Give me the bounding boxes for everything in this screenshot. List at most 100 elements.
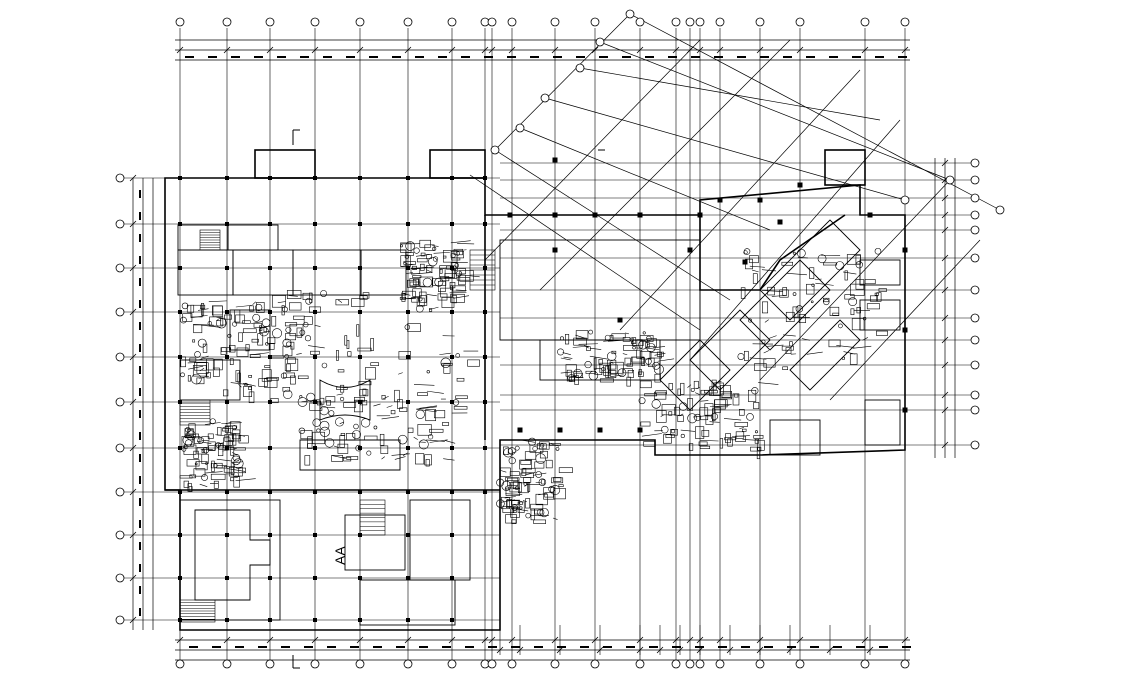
detail — [453, 295, 470, 299]
axis-bubble — [115, 573, 125, 583]
detail — [284, 358, 299, 371]
detail — [671, 429, 675, 434]
detail — [365, 367, 376, 380]
column — [313, 400, 317, 404]
detail — [517, 501, 525, 513]
detail — [586, 346, 591, 351]
detail — [196, 357, 207, 361]
detail — [594, 368, 603, 376]
detail — [335, 299, 349, 306]
detail — [208, 445, 216, 451]
detail — [735, 435, 746, 442]
detail — [180, 356, 186, 368]
detail — [508, 447, 516, 455]
dim-mark — [346, 56, 355, 58]
axis-bubble — [115, 443, 125, 453]
detail — [585, 370, 596, 374]
detail — [417, 392, 428, 396]
detail — [806, 351, 823, 355]
detail — [238, 435, 249, 444]
detail — [425, 459, 430, 467]
detail — [351, 298, 365, 307]
detail — [439, 352, 451, 355]
detail — [509, 482, 522, 493]
dim-mark — [369, 56, 378, 58]
detail — [823, 298, 830, 306]
detail — [285, 326, 292, 333]
dim-mark — [415, 56, 424, 58]
detail — [227, 333, 232, 338]
detail — [257, 333, 264, 346]
column — [483, 176, 487, 180]
axis-bubble — [970, 175, 980, 185]
detail — [298, 427, 306, 434]
detail — [551, 477, 564, 484]
detail — [558, 484, 564, 487]
detail — [193, 324, 203, 334]
detail — [710, 412, 718, 421]
axis-bubble — [487, 17, 497, 27]
dim-mark — [235, 646, 244, 648]
detail — [339, 396, 345, 402]
column — [637, 212, 643, 218]
detail — [362, 292, 370, 299]
detail — [748, 389, 757, 402]
axis-bubble — [403, 659, 413, 669]
column — [358, 576, 362, 580]
detail — [207, 321, 213, 326]
tick — [941, 159, 949, 167]
dim-mark — [806, 56, 815, 58]
detail — [855, 261, 863, 269]
detail — [238, 467, 246, 474]
axis-bubble — [310, 17, 320, 27]
tick — [796, 636, 804, 644]
detail — [838, 323, 843, 329]
detail — [851, 318, 865, 331]
detail — [297, 397, 308, 407]
detail — [188, 423, 196, 435]
detail — [419, 239, 431, 248]
detail — [400, 297, 415, 300]
axis-bubble — [487, 659, 497, 669]
detail — [321, 362, 328, 369]
detail — [785, 347, 792, 354]
column — [637, 427, 643, 433]
dim-mark — [304, 646, 313, 648]
column — [406, 400, 410, 404]
column — [797, 182, 803, 188]
detail — [609, 361, 624, 374]
detail — [242, 328, 257, 334]
detail — [514, 445, 520, 451]
detail — [607, 339, 625, 342]
detail — [339, 421, 344, 425]
detail — [751, 387, 759, 395]
detail — [186, 459, 200, 467]
tick — [591, 636, 599, 644]
detail — [235, 314, 245, 324]
detail — [687, 398, 694, 411]
detail — [653, 391, 667, 400]
detail — [264, 365, 271, 368]
dim-mark — [645, 56, 654, 58]
detail — [440, 357, 451, 368]
detail — [343, 402, 357, 408]
axis-bubble — [715, 17, 725, 27]
detail — [611, 333, 626, 339]
dim-mark — [534, 646, 543, 648]
detail — [532, 446, 538, 452]
detail — [216, 317, 227, 329]
detail — [356, 324, 360, 337]
detail — [525, 512, 531, 519]
detail — [792, 292, 797, 296]
dim-mark — [603, 646, 612, 648]
detail — [699, 445, 711, 449]
column — [902, 247, 908, 253]
detail — [622, 368, 633, 374]
detail — [373, 403, 381, 407]
detail — [575, 330, 589, 340]
column — [225, 355, 229, 359]
detail — [189, 474, 197, 479]
detail — [645, 358, 652, 365]
detail — [661, 404, 676, 416]
column — [406, 446, 410, 450]
